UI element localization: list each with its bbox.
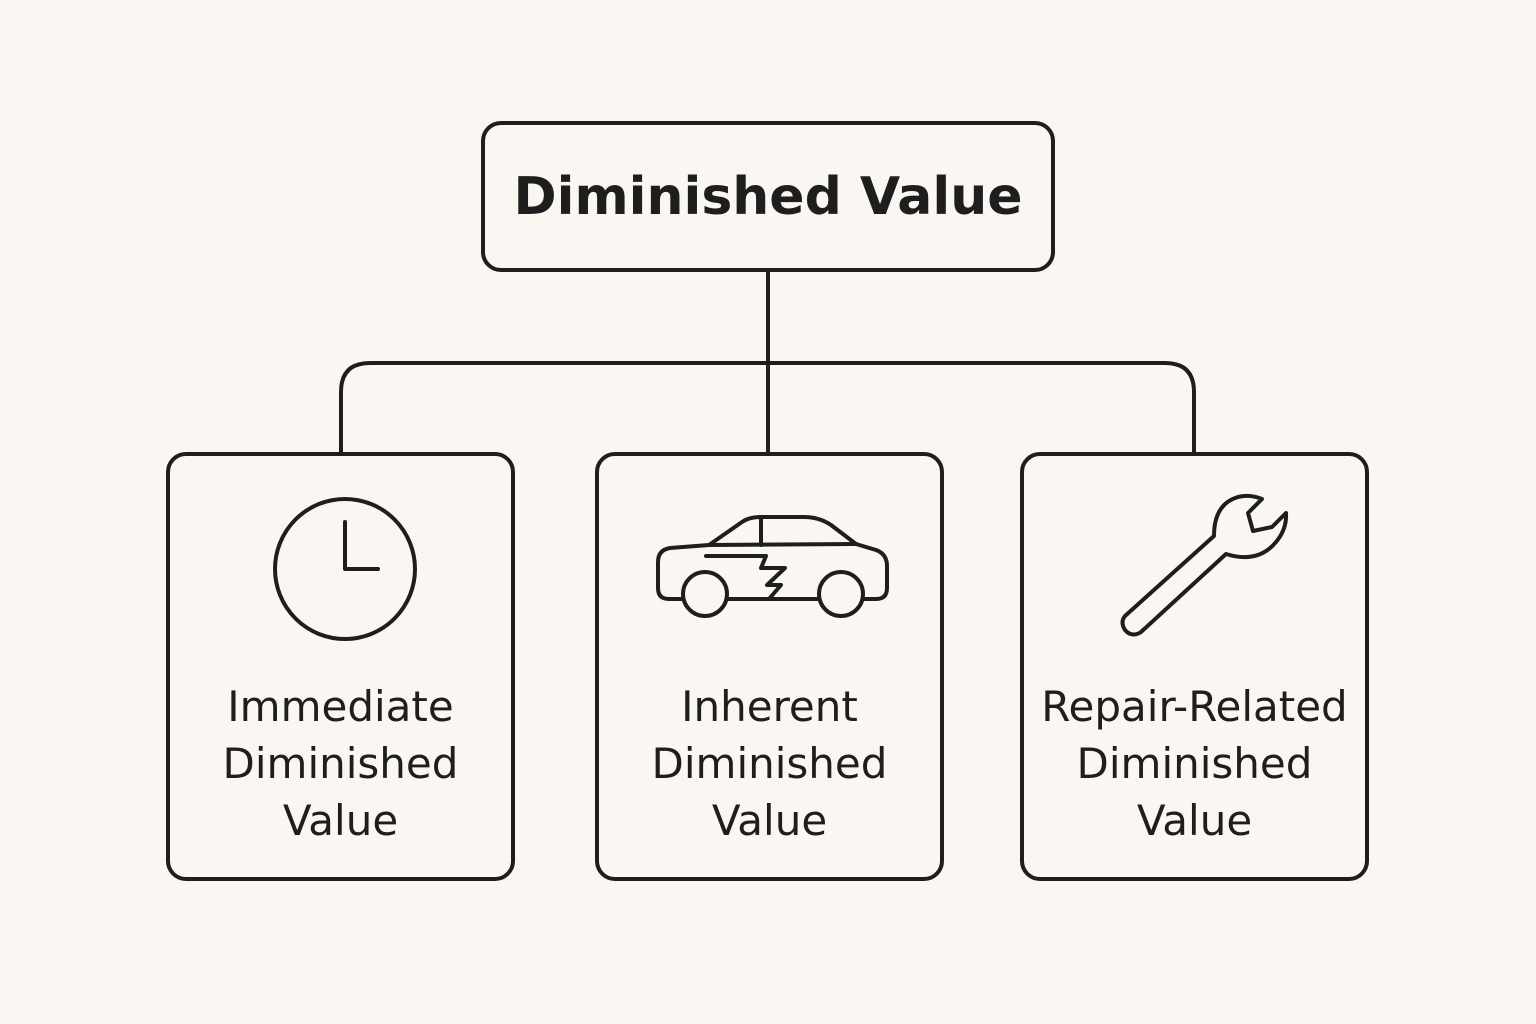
label-line: Diminished	[222, 739, 459, 788]
label-line: Immediate	[227, 682, 454, 731]
damaged-car-icon	[599, 484, 940, 654]
wrench-icon	[1024, 484, 1365, 654]
label-line: Diminished	[651, 739, 888, 788]
root-title: Diminished Value	[513, 166, 1023, 227]
label-line: Value	[711, 796, 828, 845]
child-node-inherent: Inherent Diminished Value	[595, 452, 944, 881]
label-line: Value	[1136, 796, 1253, 845]
child-label: Immediate Diminished Value	[170, 678, 511, 849]
left-branch-line	[339, 361, 770, 454]
label-line: Repair-Related	[1041, 682, 1348, 731]
child-node-immediate: Immediate Diminished Value	[166, 452, 515, 881]
clock-icon	[170, 484, 511, 654]
label-line: Value	[282, 796, 399, 845]
child-label: Repair-Related Diminished Value	[1024, 678, 1365, 849]
child-node-repair-related: Repair-Related Diminished Value	[1020, 452, 1369, 881]
right-branch-line	[766, 361, 1196, 454]
child-label: Inherent Diminished Value	[599, 678, 940, 849]
root-node: Diminished Value	[481, 121, 1055, 272]
label-line: Inherent	[681, 682, 858, 731]
label-line: Diminished	[1076, 739, 1313, 788]
